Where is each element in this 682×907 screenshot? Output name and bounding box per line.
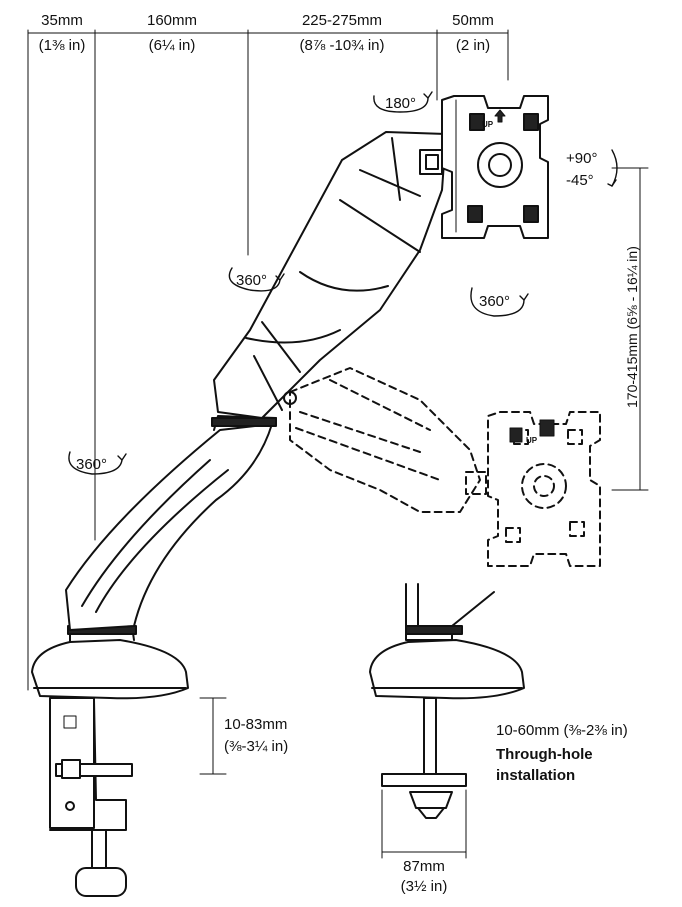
top-dimension-lines bbox=[27, 29, 509, 691]
up-marker-dashed: UP bbox=[526, 436, 538, 445]
dim-160mm-inch: (6¼ in) bbox=[148, 37, 196, 54]
clamp-range-mm: 10-83mm bbox=[224, 716, 288, 733]
height-range-label: 170-415mm (6⅝ - 16¼ in) bbox=[624, 246, 640, 408]
dim-35mm-inch: (1⅜ in) bbox=[38, 37, 86, 54]
dim-225-275mm: 225-275mm bbox=[301, 12, 383, 29]
upper-arm bbox=[213, 131, 447, 419]
tilt-down-label: -45° bbox=[566, 172, 594, 189]
clamp-range-inch: (⅜-3¼ in) bbox=[224, 738, 289, 755]
clamp-dimension-line bbox=[199, 697, 227, 775]
dim-50mm: 50mm bbox=[452, 12, 494, 29]
hole-range-label: 10-60mm (⅜-2⅜ in) bbox=[496, 722, 628, 739]
grommet-base bbox=[369, 583, 525, 819]
dim-50mm-inch: (2 in) bbox=[455, 37, 491, 54]
rotation-360-arm-label: 360° bbox=[236, 272, 268, 289]
tilt-up-label: +90° bbox=[566, 150, 598, 167]
base-width-inch: (3½ in) bbox=[400, 878, 448, 895]
rotation-360-base-label: 360° bbox=[76, 456, 108, 473]
alternate-position-arm bbox=[289, 367, 487, 513]
dim-160mm: 160mm bbox=[146, 12, 198, 29]
dim-35mm: 35mm bbox=[41, 12, 83, 29]
up-marker-top: UP bbox=[482, 120, 494, 129]
through-hole-label: Through-hole bbox=[496, 746, 593, 763]
lower-arm bbox=[65, 415, 277, 631]
clamp-base bbox=[31, 625, 189, 700]
c-clamp bbox=[49, 697, 133, 897]
height-dimension-line bbox=[611, 167, 649, 491]
rotation-arrow-icon bbox=[68, 91, 618, 475]
vesa-plate-top bbox=[441, 95, 549, 239]
base-width-mm: 87mm bbox=[403, 858, 445, 875]
base-dimension-line bbox=[381, 789, 467, 859]
dim-225-275mm-inch: (8⅞ -10¾ in) bbox=[299, 37, 385, 54]
rotation-360-plate-label: 360° bbox=[479, 293, 511, 310]
installation-label: installation bbox=[496, 767, 576, 784]
rotation-180-label: 180° bbox=[385, 95, 417, 112]
